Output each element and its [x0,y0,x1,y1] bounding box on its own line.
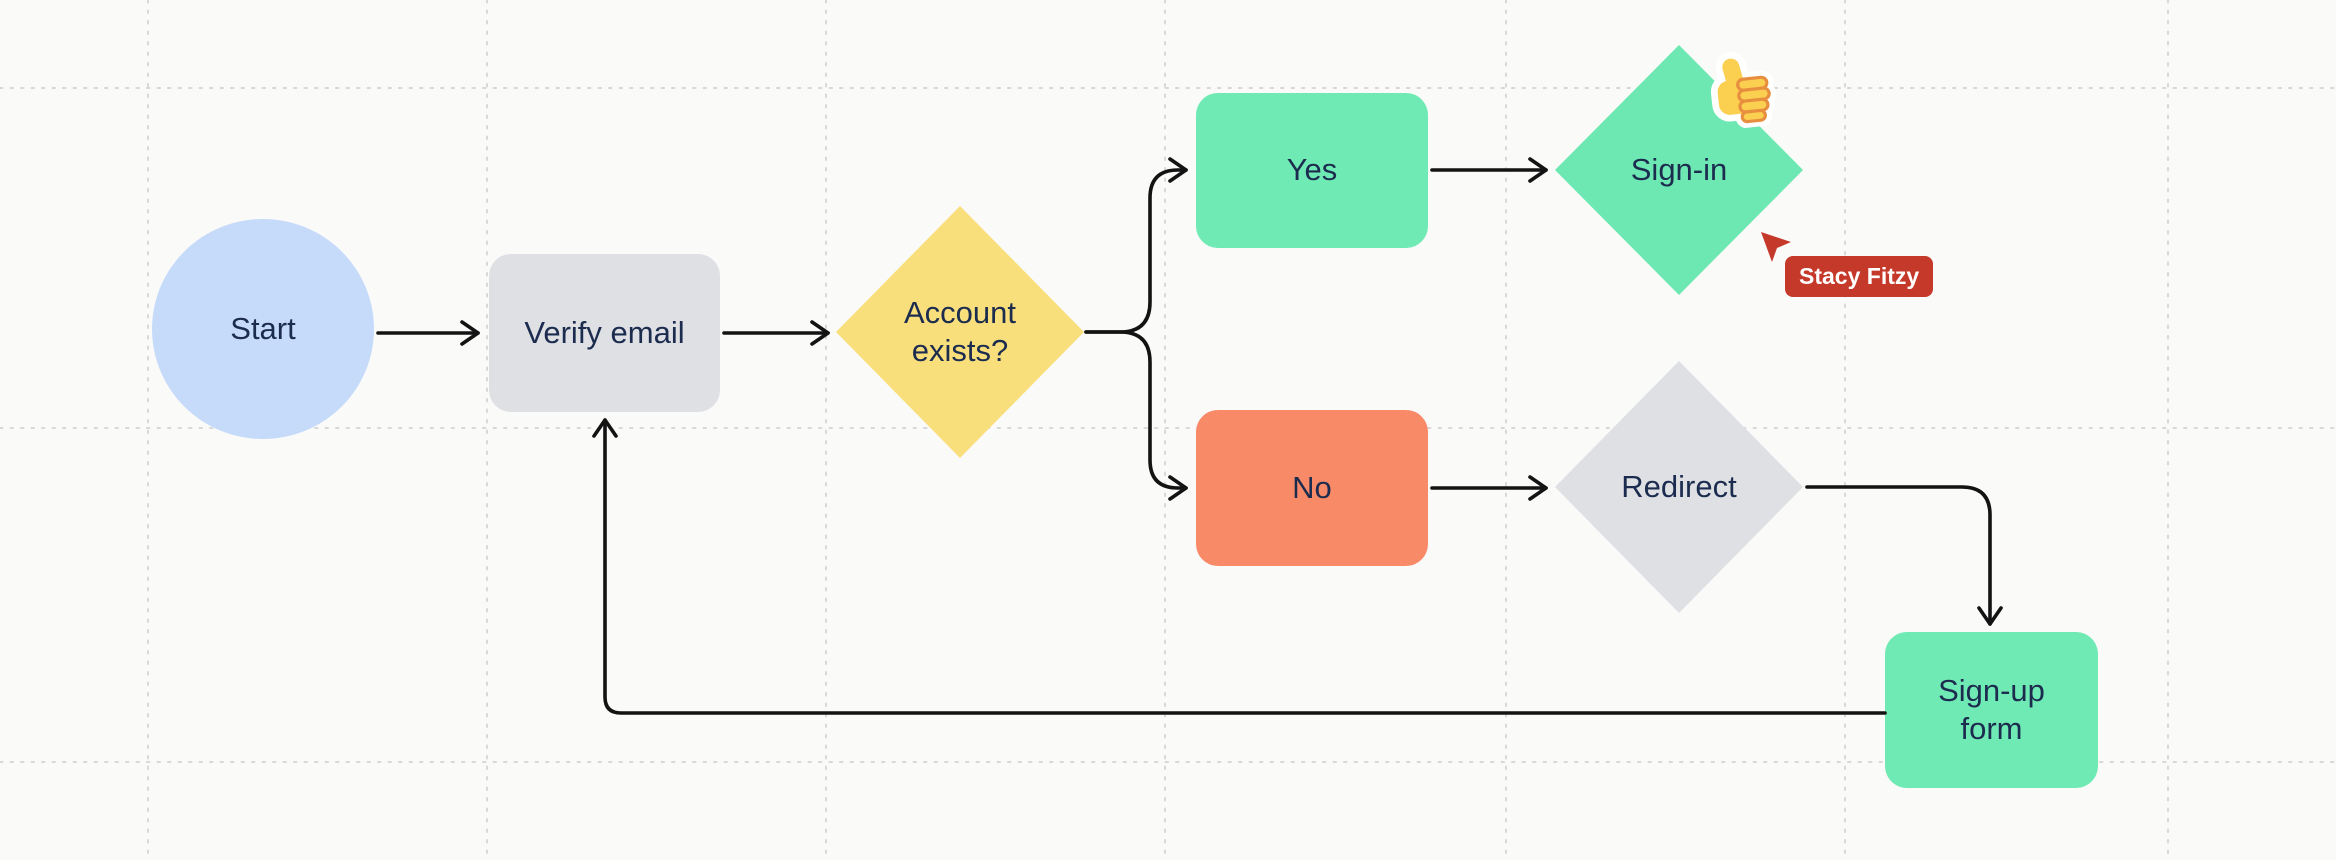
connector-signup-verify[interactable] [592,418,1887,715]
node-no[interactable]: No [1196,410,1428,566]
node-start[interactable]: Start [152,219,374,439]
connector-account-yes[interactable] [1084,157,1188,334]
node-sign-up-form-label: Sign-up form [1938,672,2045,746]
node-sign-in-label: Sign-in [1630,151,1728,187]
thumbs-up-sticker-icon[interactable] [1702,46,1784,131]
node-yes-label: Yes [1286,152,1338,188]
node-no-label: No [1292,469,1332,505]
collaborator-name: Stacy Fitzy [1799,263,1920,289]
connector-redirect-signup[interactable] [1805,485,2003,626]
collaborator-name-badge: Stacy Fitzy [1785,256,1934,297]
node-account-exists-label: Account exists? [903,294,1016,368]
connector-account-no[interactable] [1084,330,1188,501]
node-redirect-label: Redirect [1621,468,1737,504]
node-verify-email-label: Verify email [524,314,685,350]
node-start-label: Start [230,310,296,346]
node-sign-up-form[interactable]: Sign-up form [1885,632,2098,788]
node-verify-email[interactable]: Verify email [489,254,720,412]
collaborator-cursor-icon [1761,232,1791,262]
node-yes[interactable]: Yes [1196,93,1428,248]
